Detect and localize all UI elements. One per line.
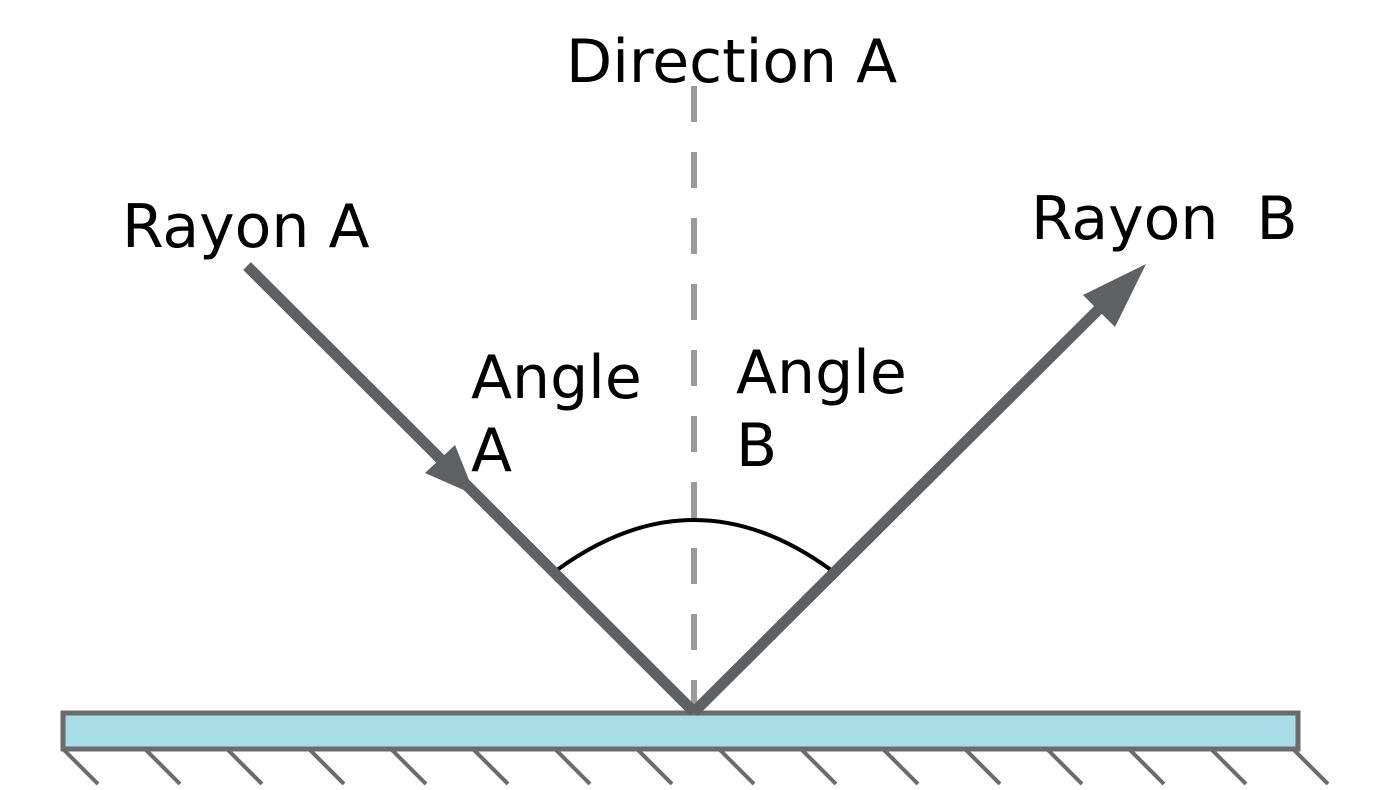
normal-label: Direction A <box>566 27 897 97</box>
angle-b-label-line2: B <box>736 411 777 481</box>
angle-b-label-line1: Angle <box>736 338 907 408</box>
angle-a-label-line1: Angle <box>471 343 642 413</box>
incident-ray-label: Rayon A <box>122 192 370 262</box>
mirror-hatching <box>62 748 1330 786</box>
reflected-ray <box>690 292 1116 716</box>
angle-a-label-line2: A <box>471 416 512 486</box>
incident-ray-arrowhead <box>425 445 475 495</box>
mirror-surface <box>60 710 1301 752</box>
reflected-ray-label: Rayon B <box>1031 184 1298 254</box>
angle-arc <box>555 518 833 572</box>
reflected-ray-arrowhead <box>1083 264 1146 327</box>
